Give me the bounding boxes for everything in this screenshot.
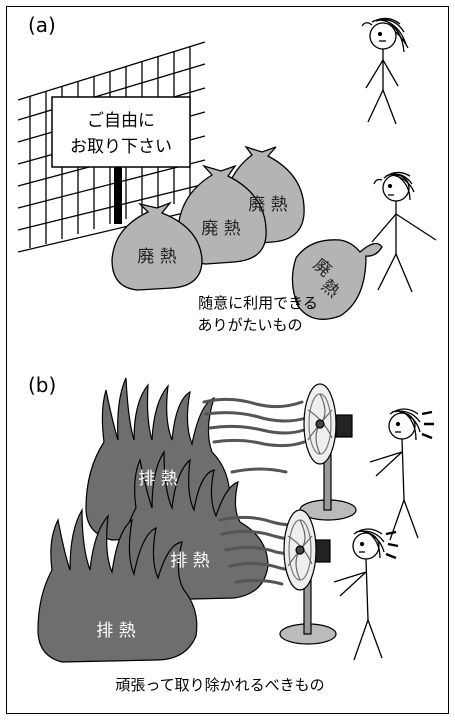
fan-upper — [299, 383, 357, 521]
sign-board — [51, 96, 191, 168]
bag-middle-text: 廃 熱 — [201, 219, 240, 239]
bag-middle — [177, 164, 267, 265]
heat-text-back: 排 熱 — [138, 469, 177, 489]
bag-carried — [291, 239, 383, 320]
panel-b-label: (b) — [28, 373, 56, 397]
flame-middle — [121, 450, 269, 601]
bag-front-text: 廃 熱 — [137, 247, 176, 267]
sign-post — [114, 150, 122, 224]
heat-text-middle: 排 熱 — [170, 551, 209, 571]
caption-a-line-2: ありがたいもの — [197, 316, 302, 334]
caption-a-line-1: 随意に利用できる — [198, 294, 318, 312]
stick-figure-fanning-upper — [369, 408, 434, 541]
stick-figure-carrying — [371, 171, 437, 293]
waste-heat-bags — [111, 145, 383, 320]
figure-frame — [6, 6, 449, 714]
waste-heat-flames — [37, 377, 269, 663]
bag-front — [111, 201, 203, 291]
heat-text-front: 排 熱 — [96, 621, 135, 641]
stick-figure-standing — [361, 17, 409, 125]
caption-b: 頑張って取り除かれるべきもの — [115, 676, 324, 694]
sign: ご自由に お取り下さい — [51, 96, 191, 224]
panel-a-label: (a) — [28, 13, 56, 37]
flame-front — [37, 507, 198, 663]
sign-line-1: ご自由に — [87, 111, 155, 131]
bag-back-text: 廃 熱 — [248, 195, 287, 215]
fan-lower — [279, 509, 337, 645]
stick-figure-fanning-lower — [333, 528, 399, 661]
sign-line-2: お取り下さい — [70, 137, 172, 157]
